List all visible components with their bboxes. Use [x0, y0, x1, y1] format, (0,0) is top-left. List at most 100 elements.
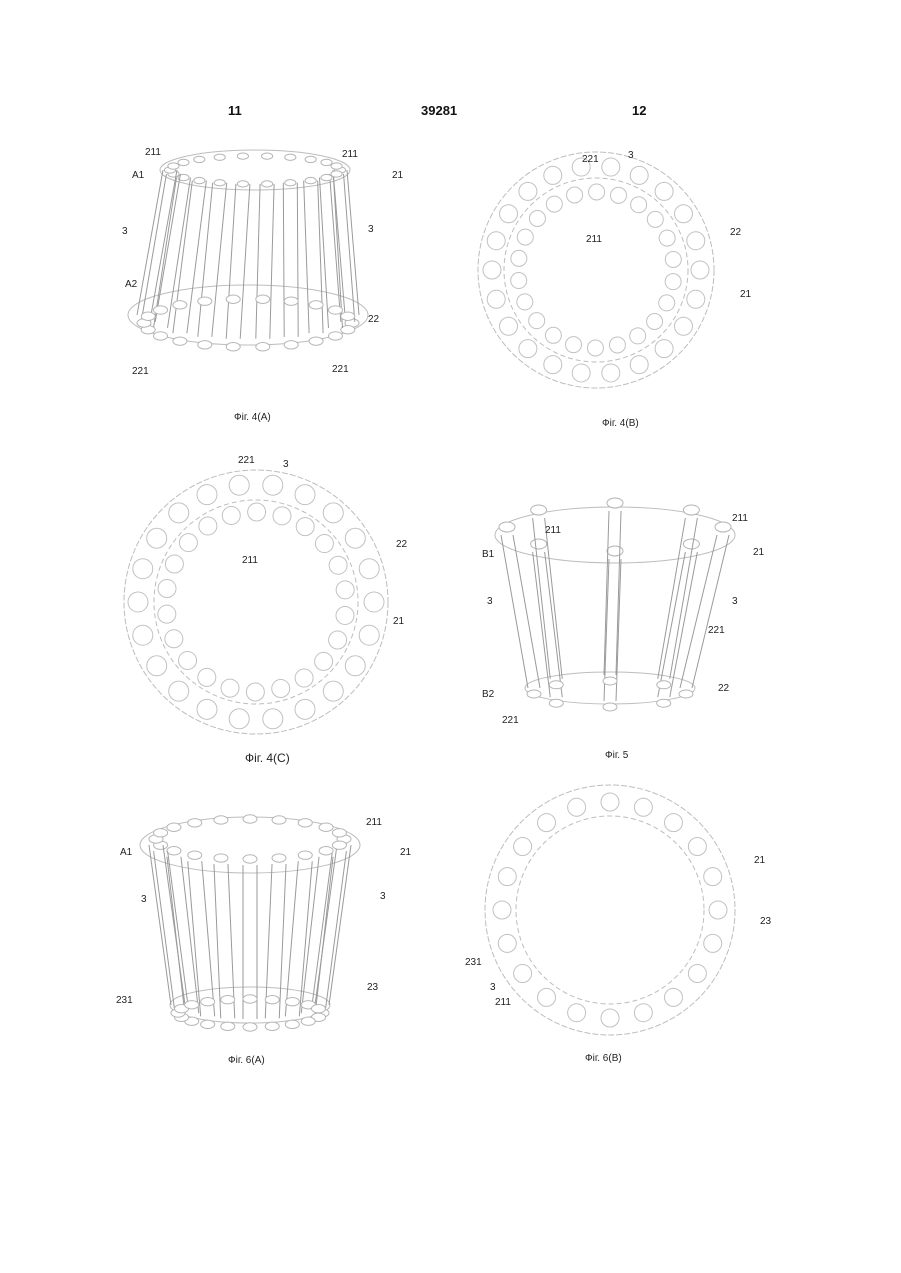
tube-bottom-end [201, 997, 215, 1005]
outer-hole [263, 709, 283, 729]
hole [709, 901, 727, 919]
outer-hole [133, 625, 153, 645]
inner-disc [516, 816, 704, 1004]
tube-bottom-end [265, 1022, 279, 1030]
tube-edge [226, 184, 236, 339]
label-3-right: 3 [380, 892, 386, 902]
inner-hole [587, 340, 603, 356]
tube-edge [168, 851, 189, 1009]
tube-bottom-end [185, 1001, 199, 1009]
tube-end [243, 815, 257, 823]
outer-hole [655, 182, 673, 200]
outer-hole [364, 592, 384, 612]
hole [601, 1009, 619, 1027]
tube-end [243, 855, 257, 863]
tube-end [188, 851, 202, 859]
label-3-left: 3 [487, 597, 493, 607]
figure-4a-drawing [110, 140, 410, 430]
tube-end [214, 816, 228, 824]
tube-edge [513, 535, 540, 688]
tube-edge [297, 183, 298, 337]
outer-hole [295, 485, 315, 505]
inner-hole [631, 197, 647, 213]
inner-hole [273, 507, 291, 525]
tube-end [237, 181, 248, 187]
hole [688, 838, 706, 856]
tube-bottom-end [173, 337, 187, 345]
tube-bottom-end [301, 1017, 315, 1025]
tube-edge [285, 861, 298, 1016]
tube-bottom-end [311, 1004, 325, 1012]
outer-hole [483, 261, 501, 279]
tube-end [237, 153, 248, 159]
outer-hole [544, 356, 562, 374]
tube-edge [325, 851, 346, 1009]
tube-edge [279, 864, 286, 1018]
label-3: 3 [628, 151, 634, 161]
label-3-left: 3 [122, 227, 128, 237]
hole [568, 1004, 586, 1022]
inner-hole [630, 328, 646, 344]
inner-hole [221, 679, 239, 697]
hole [704, 868, 722, 886]
label-211-right: 211 [342, 150, 358, 160]
hole [664, 988, 682, 1006]
inner-hole [567, 187, 583, 203]
tube-end [188, 819, 202, 827]
inner-hole [665, 251, 681, 267]
outer-hole [630, 356, 648, 374]
tube-bottom-end [265, 995, 279, 1003]
label-22: 22 [396, 540, 407, 550]
label-22: 22 [368, 315, 379, 325]
tube-edge [301, 857, 319, 1013]
inner-hole [659, 230, 675, 246]
figure-4b: 221 3 211 22 21 Фіг. 4(В) [470, 140, 770, 435]
label-a1: A1 [132, 171, 144, 181]
inner-hole [546, 196, 562, 212]
outer-hole [519, 340, 537, 358]
figure-4b-drawing [470, 140, 770, 435]
outer-hole [197, 699, 217, 719]
tube-end [683, 539, 699, 549]
caption-fig-6b: Фіг. 6(В) [585, 1053, 622, 1064]
outer-hole [630, 166, 648, 184]
tube-bottom-end [679, 690, 693, 698]
tube-edge [692, 535, 729, 688]
outer-hole [169, 681, 189, 701]
hole [704, 934, 722, 952]
inner-hole [529, 210, 545, 226]
tube-bottom-end [284, 297, 298, 305]
label-22: 22 [718, 684, 729, 694]
figure-6b: 21 23 231 3 211 Фіг. 6(В) [470, 780, 780, 1075]
outer-hole [487, 232, 505, 250]
caption-fig-5: Фіг. 5 [605, 750, 628, 761]
tube-bottom-end [284, 341, 298, 349]
hole [601, 793, 619, 811]
tube-end [332, 829, 346, 837]
outer-hole [544, 166, 562, 184]
label-a2: A2 [125, 280, 137, 290]
tube-edge [149, 845, 171, 1005]
tube-end [261, 181, 272, 187]
tube-bottom-end [657, 681, 671, 689]
inner-hole [647, 211, 663, 227]
tube-edge [212, 183, 227, 337]
label-221: 221 [582, 155, 599, 165]
tube-edge [154, 851, 175, 1009]
tube-end [272, 854, 286, 862]
outer-hole [687, 232, 705, 250]
tube-bottom-end [549, 681, 563, 689]
outer-hole [602, 158, 620, 176]
label-211: 211 [242, 556, 258, 566]
tube-bottom-end [341, 312, 355, 320]
inner-hole [647, 314, 663, 330]
tube-edge [304, 181, 309, 334]
label-231: 231 [116, 996, 133, 1006]
label-21: 21 [393, 617, 404, 627]
tube-bottom-end [256, 295, 270, 303]
tube-edge [240, 184, 250, 339]
page-number-left: 11 [228, 103, 242, 118]
tube-end [214, 154, 225, 160]
tube-end [531, 539, 547, 549]
tube-end [683, 505, 699, 515]
